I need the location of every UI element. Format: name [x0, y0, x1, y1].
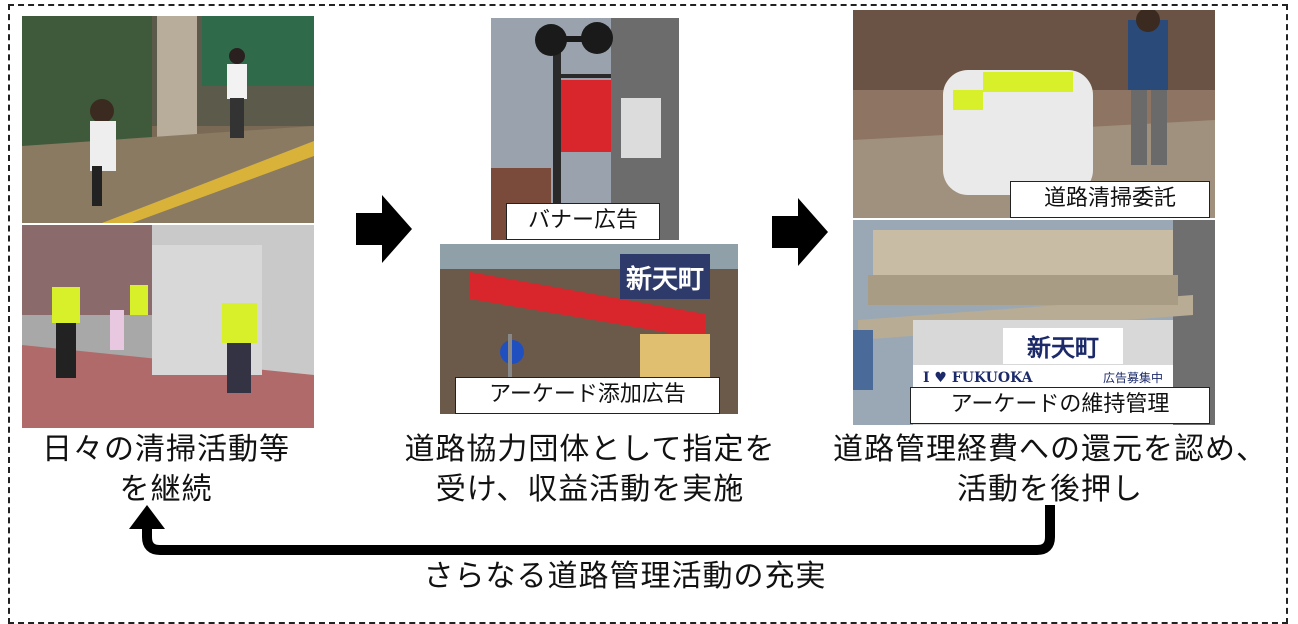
banner-ad-caption: バナー広告: [506, 203, 660, 240]
street-cleaning-caption: 道路清掃委託: [1010, 181, 1210, 218]
feedback-label: さらなる道路管理活動の充実: [423, 559, 827, 594]
step3-description-line1: 道路管理経費への還元を認め、: [833, 432, 1267, 467]
arcade-sign-text: 新天町: [626, 264, 704, 295]
feedback-loop-arrow: [129, 505, 1055, 555]
step2-description-line1: 道路協力団体として指定を: [404, 432, 776, 467]
step1-description-line1: 日々の清掃活動等: [42, 432, 290, 467]
ad-recruit-text: 広告募集中: [1103, 370, 1163, 385]
arcade-maintenance-caption: アーケードの維持管理: [910, 387, 1210, 424]
fukuoka-banner-text: I ♥ FUKUOKA: [923, 370, 1034, 386]
right-arrow-icon: [356, 195, 412, 263]
photo-street-cleaning-machine: [853, 10, 1215, 218]
step1-description-line2: を継続: [119, 472, 213, 507]
right-arrow-icon: [772, 198, 828, 266]
photo-sweeping-street: [22, 16, 314, 223]
step2-description-line2: 受け、収益活動を実施: [435, 472, 745, 507]
arcade-sign-text: 新天町: [1027, 333, 1099, 362]
photo-volunteers-cleaning: [22, 225, 314, 428]
step3-description-line2: 活動を後押し: [957, 472, 1143, 507]
arcade-ad-caption: アーケード添加広告: [455, 377, 720, 414]
